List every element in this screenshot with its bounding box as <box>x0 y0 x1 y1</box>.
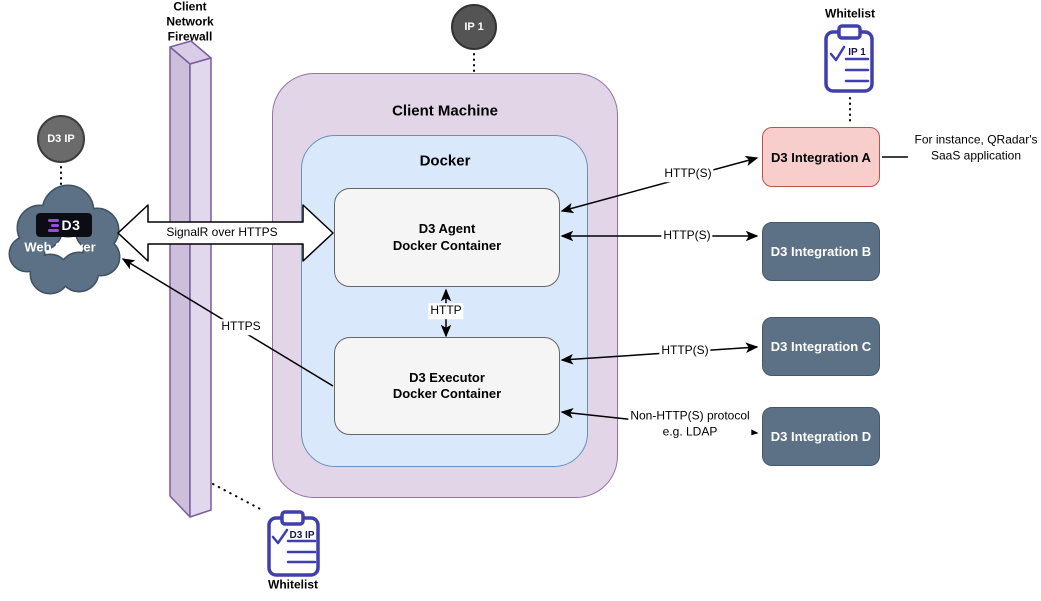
whitelist-bottom-item: D3 IP <box>289 530 314 541</box>
integration-b-box: D3 Integration B <box>762 222 880 281</box>
integration-d-box: D3 Integration D <box>762 407 880 466</box>
d3-logo: D3 <box>36 213 92 237</box>
http-label: HTTP <box>428 303 464 319</box>
dotted-link-firewall-whitelist <box>212 483 265 512</box>
integration-d-label: D3 Integration D <box>770 429 872 444</box>
firewall-shape <box>169 40 212 518</box>
qradar-note: For instance, QRadar's SaaS application <box>914 132 1038 162</box>
docker-title: Docker <box>419 152 471 170</box>
integration-c-label: D3 Integration C <box>770 339 872 354</box>
executor-label-line2: Docker Container <box>392 386 502 401</box>
whitelist-top-clipboard-icon: IP 1 <box>824 24 874 93</box>
d3-ip-circle: D3 IP <box>37 115 85 163</box>
whitelist-top-item: IP 1 <box>848 47 866 58</box>
d3-logo-glyph-icon <box>47 218 59 232</box>
d3-logo-text: D3 <box>61 217 81 233</box>
agent-label-line1: D3 Agent <box>418 221 476 237</box>
client-machine-title: Client Machine <box>392 102 498 120</box>
signalr-label: SignalR over HTTPS <box>164 225 280 241</box>
ip1-label: IP 1 <box>464 21 484 33</box>
http-s-label-b: HTTP(S) <box>661 228 713 244</box>
firewall-label: Client Network Firewall <box>166 0 214 44</box>
agent-label-line2: Docker Container <box>392 237 502 253</box>
ip1-circle: IP 1 <box>451 4 497 50</box>
d3-executor-container-box: D3 Executor Docker Container <box>334 337 560 435</box>
https-label: HTTPS <box>219 319 263 335</box>
d3-agent-container-box: D3 Agent Docker Container <box>334 188 560 287</box>
d3-ip-label: D3 IP <box>47 133 75 145</box>
non-http-label: Non-HTTP(S) protocol e.g. LDAP <box>628 408 752 440</box>
whitelist-bottom-title: Whitelist <box>268 577 318 592</box>
integration-c-box: D3 Integration C <box>762 317 880 376</box>
whitelist-top-title: Whitelist <box>825 6 875 21</box>
whitelist-bottom-clipboard-icon: D3 IP <box>267 510 320 577</box>
integration-a-box: D3 Integration A <box>762 127 880 187</box>
web-server-label: Web Server <box>24 239 96 255</box>
http-s-label-c: HTTP(S) <box>659 343 711 359</box>
executor-label-line1: D3 Executor <box>409 369 485 385</box>
integration-b-label: D3 Integration B <box>770 244 872 259</box>
integration-a-label: D3 Integration A <box>771 149 871 165</box>
http-s-label-a: HTTP(S) <box>662 166 714 182</box>
